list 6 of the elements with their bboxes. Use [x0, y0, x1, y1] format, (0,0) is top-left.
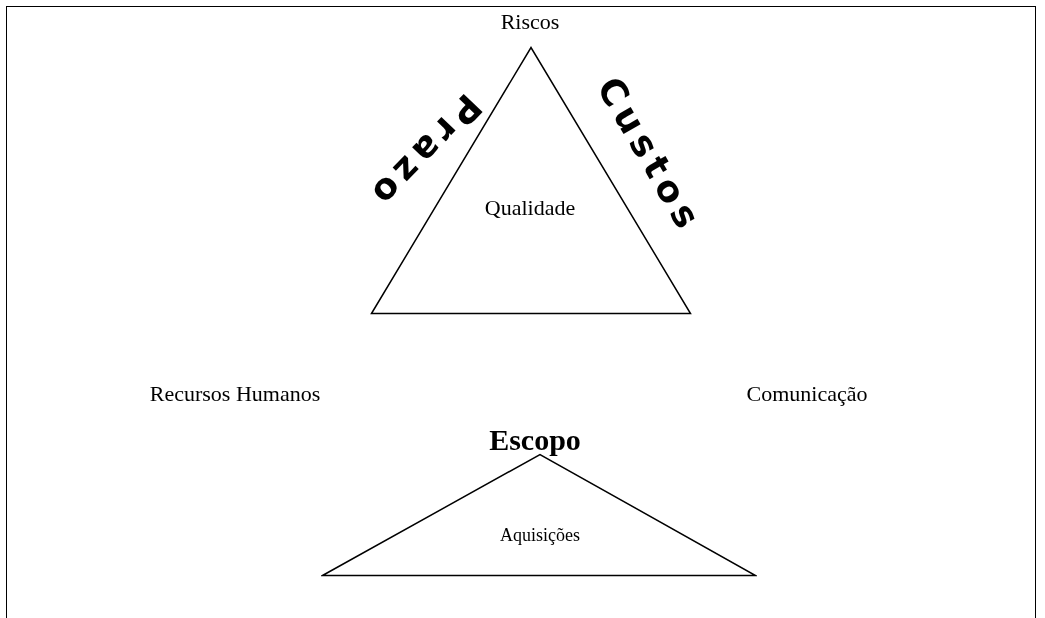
heading-label: Escopo — [489, 423, 581, 457]
corner-label: Recursos Humanos — [149, 381, 321, 407]
triangle-label: Aquisições — [500, 524, 580, 546]
vertex-label: Riscos — [500, 9, 560, 35]
corner-label: Comunicação — [746, 381, 868, 407]
triangle-label: Qualidade — [484, 195, 576, 221]
